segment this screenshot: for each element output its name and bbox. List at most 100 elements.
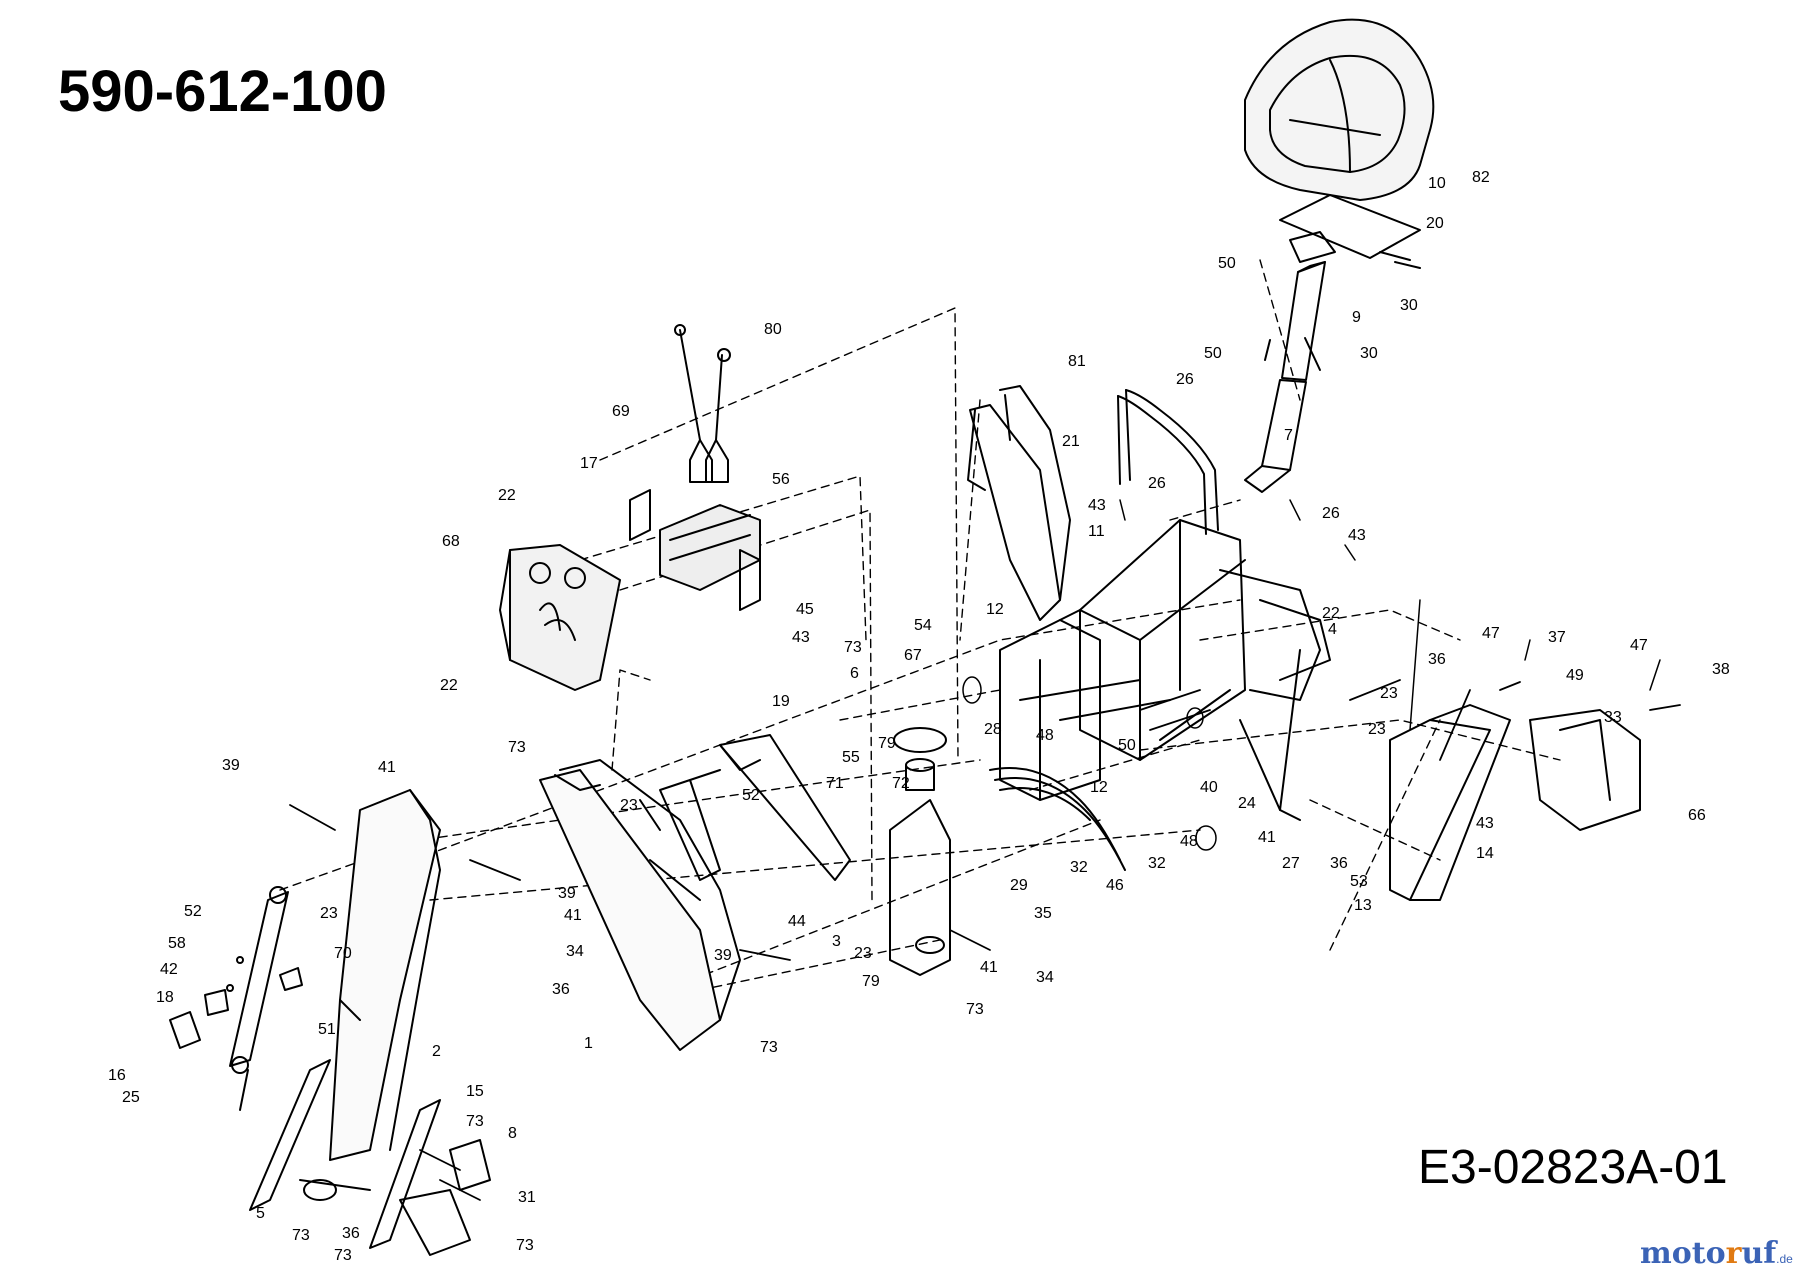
callout-label: 19 <box>772 693 790 710</box>
bucket-cylinder <box>229 886 289 1111</box>
callout-label: 73 <box>292 1227 310 1244</box>
callout-label: 17 <box>580 455 598 472</box>
callout-label: 36 <box>1428 651 1446 668</box>
callout-label: 25 <box>122 1089 140 1106</box>
callout-label: 2 <box>432 1043 441 1060</box>
callout-label: 68 <box>442 533 460 550</box>
bucket-linkage <box>249 1059 441 1249</box>
model-number-title: 590-612-100 <box>58 59 387 124</box>
callout-label: 72 <box>892 775 910 792</box>
callout-label: 69 <box>612 403 630 420</box>
callout-label: 40 <box>1200 779 1218 796</box>
callout-label: 50 <box>1218 255 1236 272</box>
callout-label: 51 <box>318 1021 336 1038</box>
callout-label: 23 <box>1380 685 1398 702</box>
operator-cover <box>499 544 621 691</box>
callout-label: 22 <box>440 677 458 694</box>
hydraulic-hoses <box>989 767 1126 871</box>
callout-label: 41 <box>1258 829 1276 846</box>
callout-label: 39 <box>714 947 732 964</box>
callout-label: 46 <box>1106 877 1124 894</box>
callout-label: 52 <box>742 787 760 804</box>
callout-label: 50 <box>1204 345 1222 362</box>
callout-label: 45 <box>796 601 814 618</box>
callout-label: 58 <box>168 935 186 952</box>
link-arm <box>719 734 851 881</box>
stabilizer-arm-right <box>1389 704 1511 901</box>
callout-label: 81 <box>1068 353 1086 370</box>
brand-part-2: r <box>1725 1236 1742 1271</box>
callout-label: 30 <box>1360 345 1378 362</box>
stabilizer-arm-left <box>967 385 1071 621</box>
callout-label: 14 <box>1476 845 1494 862</box>
callout-label: 79 <box>862 973 880 990</box>
callout-label: 55 <box>842 749 860 766</box>
callout-label: 50 <box>1118 737 1136 754</box>
dipper-arm <box>329 789 441 1161</box>
callout-label: 7 <box>1284 427 1293 444</box>
callout-label: 73 <box>516 1237 534 1254</box>
callout-label: 8 <box>508 1125 517 1142</box>
small-parts <box>169 956 303 1049</box>
callout-label: 9 <box>1352 309 1361 326</box>
callout-label: 38 <box>1712 661 1730 678</box>
callout-label: 18 <box>156 989 174 1006</box>
boom-cylinder <box>659 769 721 881</box>
seat-post <box>1244 261 1326 493</box>
callout-label: 31 <box>518 1189 536 1206</box>
callout-label: 73 <box>844 639 862 656</box>
main-frame <box>999 519 1331 821</box>
callout-label: 22 <box>498 487 516 504</box>
callout-label: 13 <box>1354 897 1372 914</box>
callout-label: 36 <box>1330 855 1348 872</box>
callout-label: 56 <box>772 471 790 488</box>
callout-label: 20 <box>1426 215 1444 232</box>
brand-suffix: .de <box>1776 1252 1793 1266</box>
callout-label: 26 <box>1176 371 1194 388</box>
callout-label: 80 <box>764 321 782 338</box>
brand-logo[interactable]: motoruf.de <box>1640 1236 1793 1271</box>
handle-bar <box>1117 389 1219 535</box>
seat <box>1244 18 1435 201</box>
callout-label: 15 <box>466 1083 484 1100</box>
callout-label: 30 <box>1400 297 1418 314</box>
callout-label: 41 <box>980 959 998 976</box>
callout-label: 43 <box>1348 527 1366 544</box>
callout-label: 42 <box>160 961 178 978</box>
bucket-bracket <box>399 1139 491 1256</box>
seat-bracket <box>1279 194 1421 269</box>
callout-label: 29 <box>1010 877 1028 894</box>
control-valve <box>629 324 761 611</box>
callout-label: 73 <box>466 1113 484 1130</box>
callout-label: 4 <box>1328 621 1337 638</box>
callout-label: 23 <box>854 945 872 962</box>
callout-label: 41 <box>564 907 582 924</box>
callout-label: 44 <box>788 913 806 930</box>
callout-label: 32 <box>1148 855 1166 872</box>
callout-label: 73 <box>334 1247 352 1264</box>
callout-label: 54 <box>914 617 932 634</box>
callout-label: 34 <box>1036 969 1054 986</box>
callout-label: 52 <box>184 903 202 920</box>
callout-label: 39 <box>558 885 576 902</box>
callout-label: 3 <box>832 933 841 950</box>
callout-label: 43 <box>792 629 810 646</box>
callout-label: 34 <box>566 943 584 960</box>
callout-label: 82 <box>1472 169 1490 186</box>
callout-label: 26 <box>1148 475 1166 492</box>
callout-label: 48 <box>1180 833 1198 850</box>
callout-label: 24 <box>1238 795 1256 812</box>
drawing-code: E3-02823A-01 <box>1418 1141 1728 1194</box>
callout-label: 26 <box>1322 505 1340 522</box>
callout-label: 6 <box>850 665 859 682</box>
callout-label: 23 <box>1368 721 1386 738</box>
callout-label: 23 <box>620 797 638 814</box>
callout-label: 16 <box>108 1067 126 1084</box>
callout-label: 41 <box>378 759 396 776</box>
callout-label: 67 <box>904 647 922 664</box>
callout-label: 73 <box>508 739 526 756</box>
callout-label: 36 <box>342 1225 360 1242</box>
callout-label: 47 <box>1482 625 1500 642</box>
callout-label: 11 <box>1088 523 1105 540</box>
